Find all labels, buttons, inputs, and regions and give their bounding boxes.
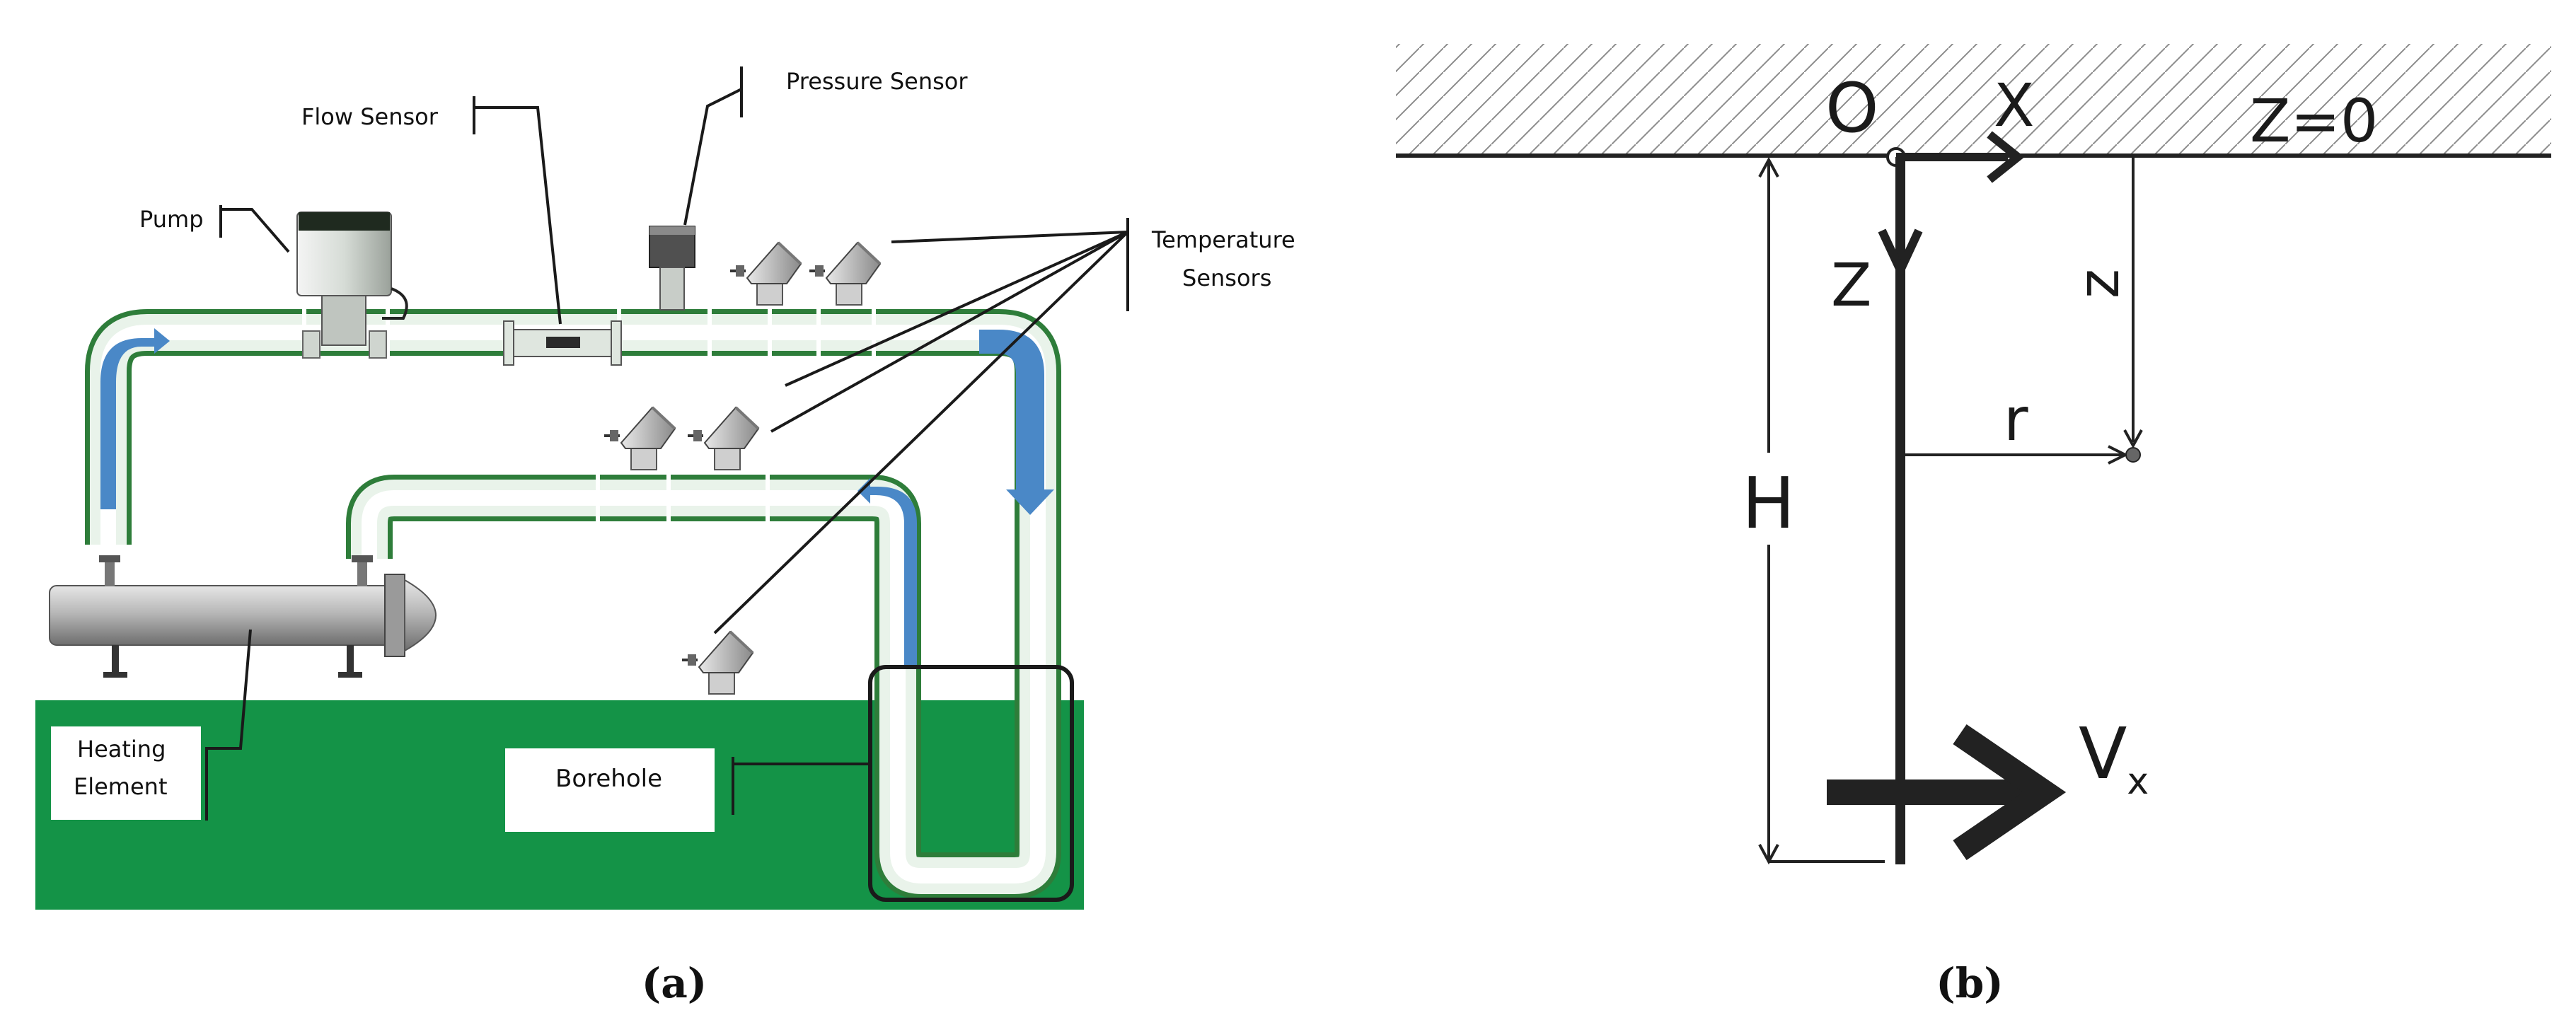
heating-element-leader [205, 629, 252, 821]
caption-a: (a) [642, 959, 707, 1007]
z-distance-label: z [2066, 269, 2132, 299]
flow-sensor-icon [503, 320, 622, 366]
pump-icon [296, 211, 408, 359]
heating-element-label-box [51, 726, 201, 820]
temperature-sensors-label-1: Temperature [1151, 226, 1295, 253]
x-axis-label: X [1994, 71, 2035, 140]
borehole-box [868, 665, 1074, 902]
leader-lines [205, 66, 1129, 821]
borehole-leader [732, 757, 870, 815]
observation-point [2125, 447, 2141, 463]
flow-arrow-right [979, 330, 1054, 515]
heating-element-label-1: Heating [77, 736, 166, 763]
borehole-label: Borehole [555, 765, 662, 793]
pressure-sensor-leader [683, 66, 743, 226]
velocity-label-main: V [2079, 712, 2127, 795]
radius-label: r [2004, 385, 2028, 454]
z-axis-label: Z [1831, 250, 1872, 320]
ground-hatch [1396, 44, 2551, 156]
flow-sensor-label: Flow Sensor [301, 103, 439, 130]
origin-label: O [1825, 69, 1879, 148]
temperature-sensors-label-2: Sensors [1182, 265, 1271, 291]
borehole-label-box [505, 748, 715, 832]
heating-element-label-2: Element [74, 773, 167, 800]
velocity-label-sub: x [2127, 760, 2149, 803]
flow-arrow-return [857, 478, 917, 665]
panel-b: O X Z=0 Z z r H Vx (b) [1396, 44, 2551, 1007]
panel-a: Flow Sensor Pressure Sensor Pump Tempera… [35, 66, 1295, 1007]
depth-label: H [1742, 462, 1795, 545]
pressure-sensor-label: Pressure Sensor [786, 68, 968, 95]
heating-element-icon [49, 555, 437, 678]
flow-sensor-leader [473, 96, 562, 325]
caption-b: (b) [1936, 959, 2003, 1007]
flow-arrow-left [100, 328, 170, 509]
z-axis-arrowhead [1878, 228, 1923, 281]
flow-arrows [100, 328, 1054, 665]
z-surface-label: Z=0 [2250, 86, 2378, 156]
pipe-network [85, 309, 1061, 899]
pump-label: Pump [139, 206, 204, 233]
velocity-label: Vx [2079, 712, 2149, 803]
pump-leader [219, 205, 290, 253]
pressure-sensor-icon [649, 226, 695, 311]
